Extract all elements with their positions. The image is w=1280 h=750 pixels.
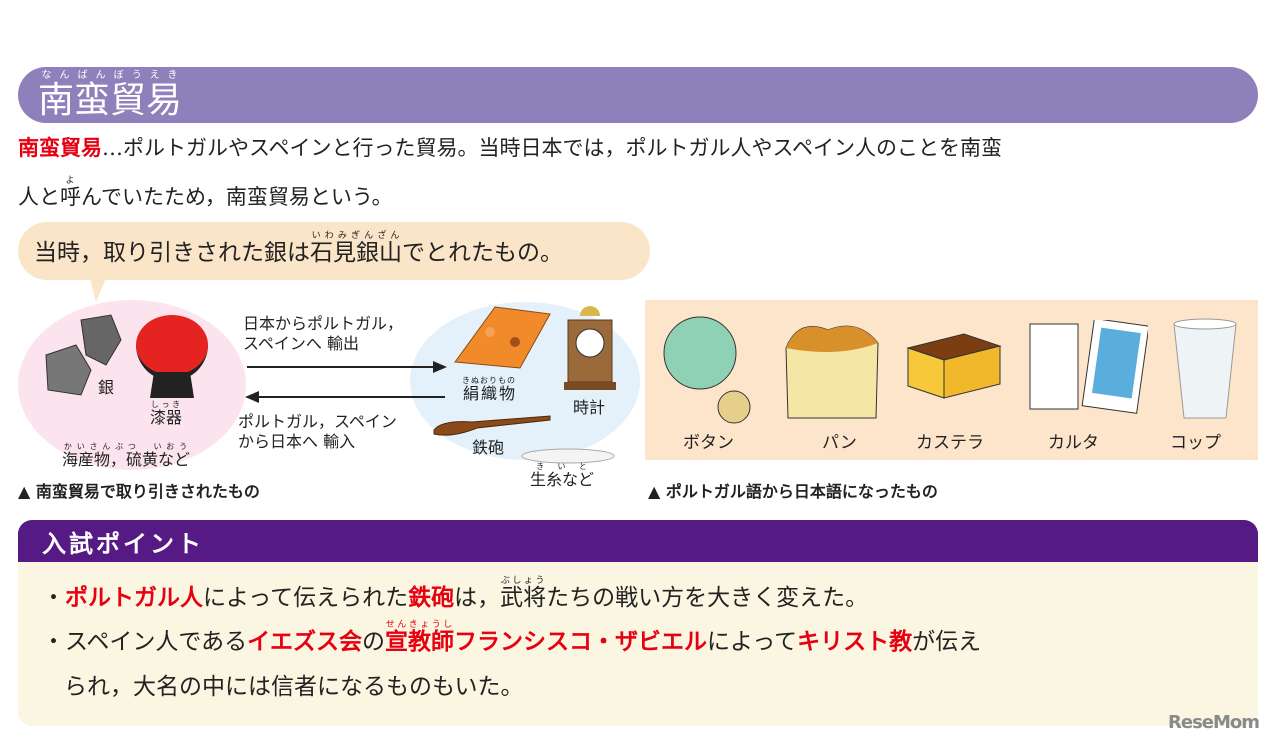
loanword-karuta: カルタ xyxy=(1048,433,1099,453)
trade-caption: ▲ 南蛮貿易で取り引きされたもの xyxy=(18,482,260,501)
item-label-raw-silk: 生糸などきいと xyxy=(530,462,595,489)
exam-point-title: 入試ポイント xyxy=(42,530,204,558)
loanwords-caption: ▲ ポルトガル語から日本語になったもの xyxy=(648,482,938,501)
raw-silk-illustration xyxy=(521,448,615,464)
item-label-lacquerware: 漆器しっき xyxy=(150,400,183,427)
silk-fabric-illustration xyxy=(454,306,551,369)
highlight-term: イエズス会 xyxy=(247,629,362,655)
highlight-term: ポルトガル人 xyxy=(65,585,203,611)
item-label-clock: 時計 xyxy=(573,398,606,417)
text-segment: 武将ぶしょう xyxy=(500,576,547,611)
highlight-term: キリスト教 xyxy=(797,629,913,655)
section-header-bar xyxy=(18,67,1258,123)
text-segment: によって伝えられた xyxy=(203,585,409,611)
exam-point-header xyxy=(18,520,1258,562)
text-segment: は， xyxy=(454,585,501,611)
text-segment: ・スペイン人である xyxy=(42,629,248,655)
exam-point-body xyxy=(18,562,1258,726)
item-label-silk: 絹織物きぬおりもの xyxy=(462,376,516,403)
export-arrow xyxy=(247,366,435,368)
export-arrow-head xyxy=(433,361,447,373)
speech-bubble xyxy=(18,222,650,280)
item-label-musket: 鉄砲 xyxy=(472,438,505,457)
item-label-silver: 銀 xyxy=(98,378,115,397)
loanword-cup: コップ xyxy=(1170,433,1221,453)
import-arrow xyxy=(258,396,445,398)
clock-illustration xyxy=(564,306,616,390)
loanword-button: ボタン xyxy=(683,433,734,453)
highlight-term: フランシスコ・ザビエル xyxy=(453,629,707,655)
highlight-term: 鉄砲 xyxy=(408,585,455,611)
exam-point-line-3: られ，大名の中には信者になるものもいた。 xyxy=(64,674,524,700)
silver-ore-illustration xyxy=(45,314,122,396)
section-title: 南蛮貿易なんばんぼうえき xyxy=(38,70,183,121)
castella-illustration xyxy=(906,333,1002,399)
lacquerware-bowl-illustration xyxy=(136,315,208,398)
text-segment: が伝え xyxy=(912,629,982,655)
text-segment: ・ xyxy=(42,585,65,611)
highlight-term: 宣教師せんきょうし xyxy=(384,620,454,655)
exam-point-line-1: ・ポルトガル人によって伝えられた鉄砲は，武将ぶしょうたちの戦い方を大きく変えた。 xyxy=(42,576,868,615)
loanword-bread: パン xyxy=(822,433,857,453)
cup-illustration xyxy=(1173,318,1237,419)
karuta-cards-illustration xyxy=(1029,320,1148,414)
resemom-logo: ReseMom xyxy=(1168,712,1260,733)
exam-point-line-2: ・スペイン人であるイエズス会の宣教師せんきょうしフランシスコ・ザビエルによってキ… xyxy=(42,620,981,659)
text-segment: の xyxy=(361,629,385,655)
definition-line-2: 人と呼よんでいたため，南蛮貿易という。 xyxy=(18,176,393,209)
import-label: ポルトガル，スペインから日本へ 輸入 xyxy=(238,412,397,451)
import-arrow-head xyxy=(245,391,259,403)
musket-illustration xyxy=(433,415,551,436)
loanword-castella: カステラ xyxy=(916,433,984,453)
button-illustration xyxy=(663,316,751,424)
speech-bubble-text: 当時，取り引きされた銀は石見銀山いわみぎんざんでとれたもの。 xyxy=(34,231,563,266)
definition-line-1: 南蛮貿易…ポルトガルやスペインと行った貿易。当時日本では，ポルトガル人やスペイン… xyxy=(18,136,1003,160)
text-segment: たちの戦い方を大きく変えた。 xyxy=(546,585,869,611)
export-label: 日本からポルトガル，スペインへ 輸出 xyxy=(243,314,404,353)
speech-bubble-tail xyxy=(90,278,106,302)
bread-illustration xyxy=(785,325,879,419)
text-segment: によって xyxy=(706,629,798,655)
item-label-seafood-sulfur: 海産物，硫黄などかいさんぶつ いおう xyxy=(62,442,191,469)
